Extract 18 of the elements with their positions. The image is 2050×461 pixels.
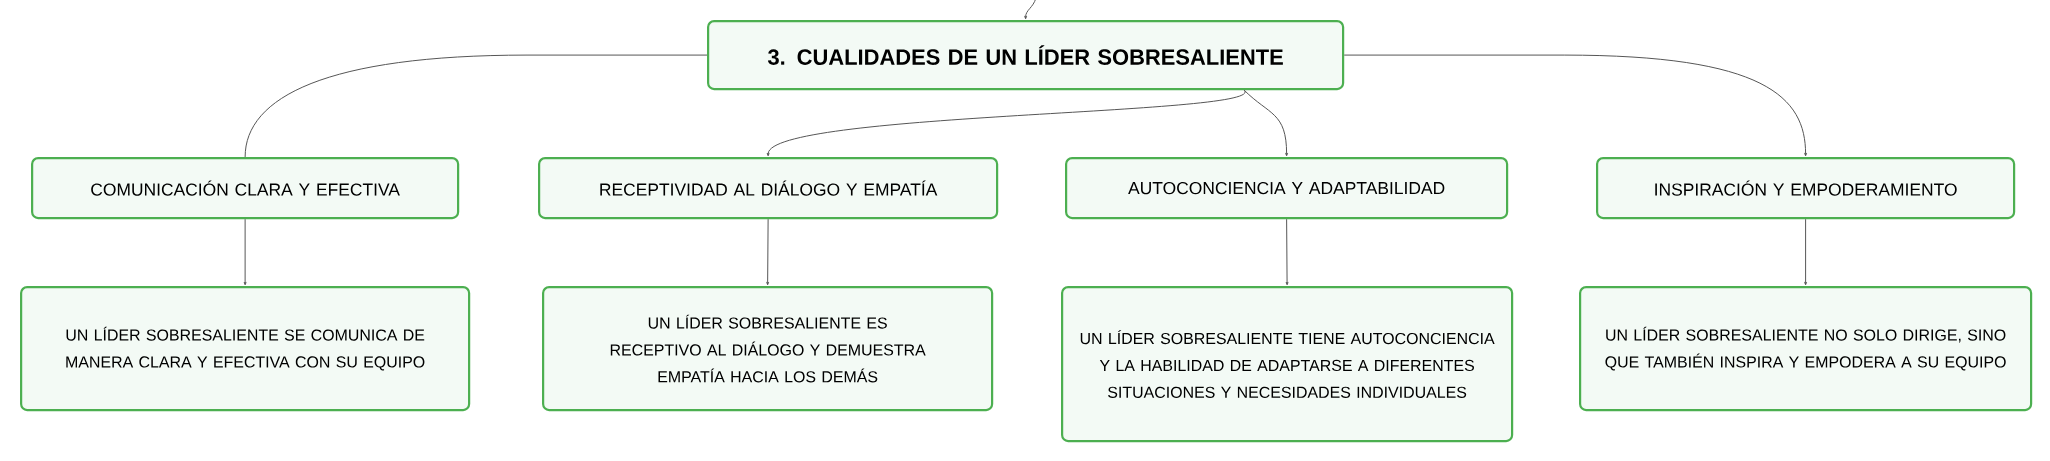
description-box: UN LÍDER SOBRESALIENTE SE COMUNICA DE MANERA CLARA Y EFECTIVA CON SU EQUIPO [20, 286, 471, 412]
category-box: INSPIRACIÓN Y EMPODERAMIENTO [1596, 157, 2016, 220]
description-box: UN LÍDER SOBRESALIENTE NO SOLO DIRIGE, SINO QUE TAMBIÉN INSPIRA Y EMPODERA A SU EQUIPO [1579, 286, 2033, 412]
connector [1343, 54, 1808, 157]
connector [1285, 218, 1289, 286]
connector [243, 218, 247, 286]
connector [766, 89, 1245, 157]
description-box: UN LÍDER SOBRESALIENTE ES RECEPTIVO AL DIÁLOGO Y DEMUESTRA EMPATÍA HACIA LOS DEMÁS [542, 286, 994, 412]
topic-box: 3. CUALIDADES DE UN LÍDER SOBRESALIENTE [707, 20, 1345, 91]
category-box: RECEPTIVIDAD AL DIÁLOGO Y EMPATÍA [538, 157, 999, 220]
connector [766, 218, 770, 286]
category-box: COMUNICACIÓN CLARA Y EFECTIVA [31, 157, 460, 220]
connector [1804, 218, 1808, 286]
connector [1024, 0, 1037, 20]
description-box: UN LÍDER SOBRESALIENTE TIENE AUTOCONCIENCIA Y LA HABILIDAD DE ADAPTARSE A DIFERENTES SITUACIONES Y NECESIDADES INDIVIDUALES [1061, 286, 1514, 443]
connector [1243, 89, 1289, 157]
category-box: AUTOCONCIENCIA Y ADAPTABILIDAD [1065, 157, 1509, 220]
connector [244, 54, 708, 158]
